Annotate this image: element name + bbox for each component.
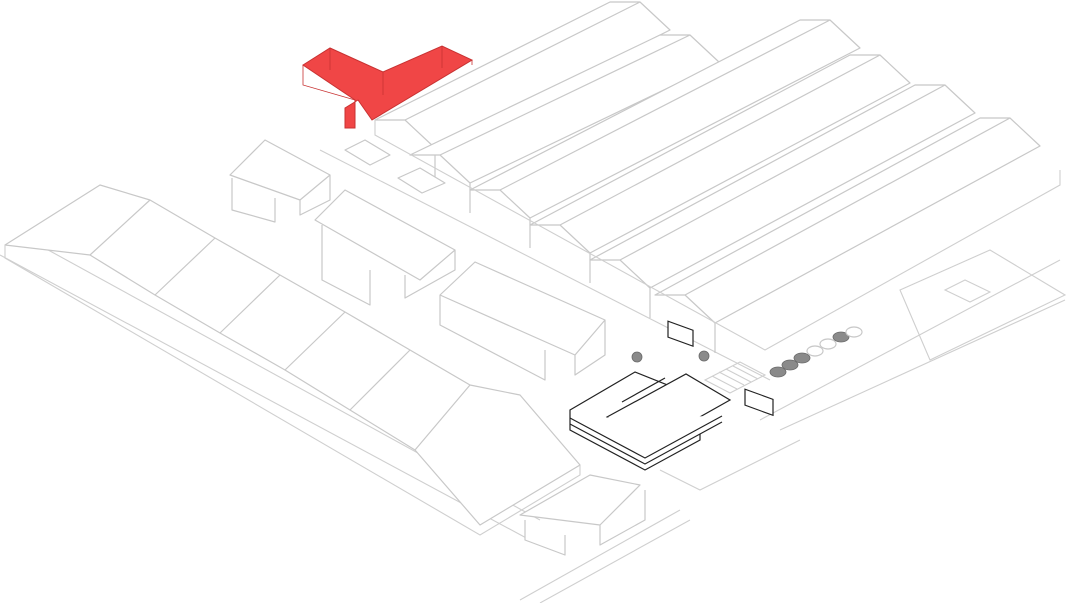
highlighted-building [302, 45, 474, 129]
truck-1 [667, 320, 694, 348]
car [781, 359, 799, 371]
tree [698, 350, 710, 362]
car [832, 331, 850, 343]
warehouse-hall-roof [529, 54, 911, 283]
truck-2 [744, 388, 774, 417]
focus-building [569, 371, 732, 471]
warehouse-hall-roof [654, 117, 1041, 353]
car [769, 366, 787, 378]
road-edge [0, 149, 1066, 603]
warehouse-hall-roof [589, 84, 976, 318]
parked-cars [769, 326, 863, 378]
parking-area [899, 249, 1067, 361]
ground-lines [0, 149, 1067, 603]
car [819, 338, 837, 350]
terrace-roofs [4, 184, 581, 526]
car [845, 326, 863, 338]
crosswalk [703, 361, 767, 394]
car [806, 345, 824, 357]
sheds [344, 139, 446, 194]
house-2 [314, 189, 456, 306]
focus-building-floors [569, 377, 723, 465]
small-buildings [229, 139, 646, 556]
hall-building [439, 261, 606, 381]
warehouse-halls [374, 1, 1061, 353]
car [793, 352, 811, 364]
tree [631, 351, 643, 363]
house-1 [229, 139, 331, 223]
house-3 [519, 474, 646, 556]
red-building-edges [302, 46, 473, 101]
terraced-houses [4, 184, 581, 536]
vehicles [631, 320, 863, 417]
terrace-walls [4, 245, 581, 536]
warehouse-hall-roof [469, 19, 861, 248]
red-building [302, 45, 474, 129]
warehouse-front-wall [374, 120, 1061, 351]
